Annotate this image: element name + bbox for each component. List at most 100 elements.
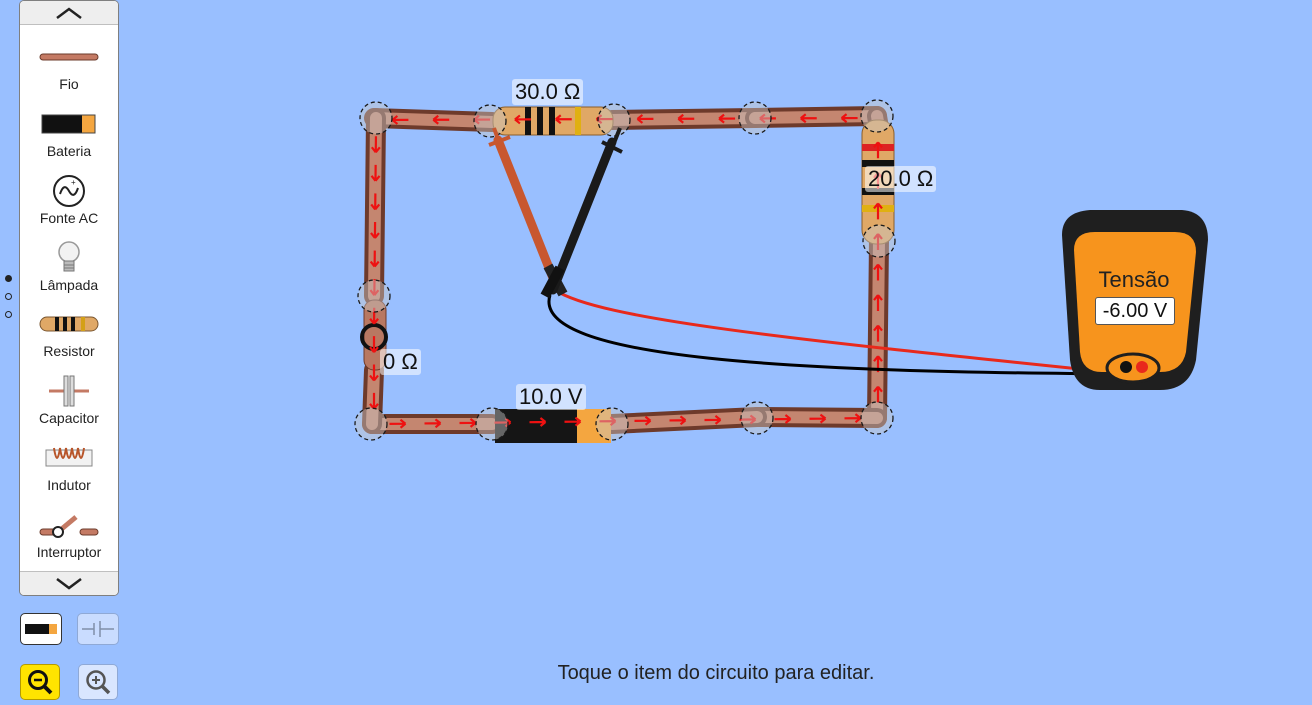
battery-label: 10.0 V [516,384,586,410]
battery-icon [25,624,57,634]
toolbox-item-wire[interactable]: Fio [20,30,118,92]
current-arrow [739,414,757,425]
black-probe-lead [547,294,1129,376]
resistor-30-ohm[interactable] [492,106,614,136]
zoom-in-icon [86,670,111,695]
toolbox-item-label: Bateria [46,143,92,159]
wire-vertex[interactable] [359,101,393,135]
toolbox-item-battery[interactable]: Bateria [20,97,118,159]
resistor-right-label: 20.0 Ω [865,166,937,192]
current-arrow [704,415,722,425]
current-arrow [473,114,491,125]
current-arrow [718,113,736,124]
current-arrow [873,294,883,312]
wire-vertex[interactable] [862,224,896,258]
wire-vertex[interactable] [597,103,631,137]
current-arrow [873,324,883,342]
resistor-icon [39,316,99,332]
chevron-up-icon [56,6,82,19]
wire-vertex[interactable] [475,407,509,441]
current-arrow [873,263,883,281]
voltmeter-readout: -6.00 V [1095,297,1175,325]
current-arrow [369,336,379,353]
wire-vertex[interactable] [595,407,629,441]
current-arrow [514,114,531,125]
toolbox-item-label: Fonte AC [39,210,99,226]
current-arrow [873,233,883,250]
resistor-left-label: 0 Ω [380,349,421,375]
wire-vertex[interactable] [354,407,388,441]
page-dot[interactable] [5,293,12,300]
switch-icon [39,515,99,538]
toolbox-scroll-down-button[interactable] [20,571,118,595]
wire-vertex[interactable] [473,104,507,138]
current-arrow [370,136,381,153]
current-arrow [424,418,442,429]
current-arrow [634,415,652,426]
current-arrow [873,386,883,403]
chevron-down-icon [56,577,82,590]
current-arrow [459,418,477,428]
resistor-top-label: 30.0 Ω [512,79,584,105]
voltmeter-title: Tensão [1098,267,1170,292]
toolbox-item-lightbulb[interactable]: Lâmpada [20,231,118,293]
current-arrow [369,307,379,325]
toolbox-item-capacitor[interactable]: Capacitor [20,364,118,426]
current-arrow [800,113,817,124]
capacitor-icon [49,375,89,407]
current-arrow [370,164,381,182]
toolbox-item-switch[interactable]: Interruptor [20,498,118,560]
svg-text:+: + [71,178,76,187]
wire-icon [39,53,99,61]
lightbulb-icon [58,241,80,272]
schematic-view-button[interactable] [77,613,119,645]
current-arrow [844,413,862,424]
wire-vertex[interactable] [357,279,391,313]
current-arrows-layer [369,113,883,429]
wire-vertex[interactable] [860,99,894,133]
current-arrow [840,113,858,123]
current-arrow [369,364,379,382]
current-arrow [677,113,695,124]
current-arrow [774,414,792,424]
current-arrow [873,202,883,220]
current-arrow [370,193,381,211]
toolbox-item-inductor[interactable]: Indutor [20,431,118,493]
current-arrow [873,141,883,159]
toolbox-item-label: Lâmpada [39,277,99,293]
toolbox-item-ac-source[interactable]: + Fonte AC [20,164,118,226]
component-toolbox: Fio Bateria + Fonte AC Lâmpada Resistor … [19,0,119,596]
vertices-layer [354,99,896,441]
toolbox-scroll-up-button[interactable] [20,1,118,25]
current-arrow [555,114,572,125]
wire-vertex[interactable] [860,401,894,435]
black-probe[interactable] [540,127,623,299]
edit-hint: Toque o item do circuito para editar. [557,662,875,684]
components-layer [360,106,895,443]
zoom-in-button[interactable] [78,664,118,700]
current-arrow [370,221,380,239]
inductor-icon [45,447,93,467]
wire-vertex[interactable] [738,101,772,135]
page-dot[interactable] [5,275,12,282]
toolbox-item-label: Resistor [43,343,95,359]
page-dot[interactable] [5,311,12,318]
current-arrow [529,417,547,427]
current-arrow [369,250,380,268]
toolbox-item-resistor[interactable]: Resistor [20,297,118,359]
current-arrow [389,418,407,429]
zoom-out-button[interactable] [20,664,60,700]
wire-vertex[interactable] [740,401,774,435]
current-arrow [432,114,450,125]
battery-icon [41,114,96,134]
lifelike-view-button[interactable] [20,613,62,645]
battery-10v[interactable] [495,409,611,443]
red-probe[interactable] [488,127,568,297]
toolbox-item-label: Capacitor [39,410,99,426]
toolbox-item-label: Interruptor [36,544,102,560]
current-arrow [564,416,582,427]
ac-source-icon: + [53,175,85,207]
current-arrow [669,415,687,426]
toolbox-item-label: Fio [59,76,79,92]
